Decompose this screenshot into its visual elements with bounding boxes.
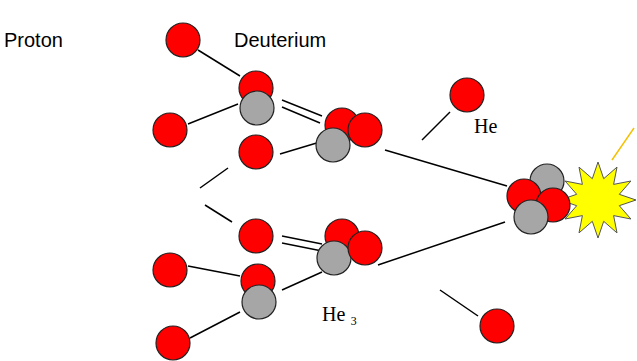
reaction-line [205,205,232,222]
element-label: He [474,114,497,138]
proton-particle [153,253,187,287]
neutron-particle [242,285,276,319]
proton-particle [156,326,190,360]
energy-ray [612,128,634,160]
proton-particle [348,231,382,265]
reaction-line [282,100,322,116]
proton-particle [166,23,200,57]
reaction-line [200,168,228,188]
reaction-line [422,112,450,140]
reaction-line [440,290,478,316]
proton-particle [239,135,273,169]
neutron-particle [240,91,274,125]
reaction-line [280,142,320,154]
reaction-line [188,104,238,124]
particles [153,23,570,360]
particle-label: Proton [4,28,63,52]
reaction-line [378,222,505,265]
reaction-line [385,150,507,186]
energy-burst [560,162,636,238]
neutron-particle [514,200,548,234]
proton-particle [239,219,273,253]
reaction-lines [188,50,507,338]
proton-particle [348,113,382,147]
proton-particle [480,309,514,343]
reaction-line [282,107,320,123]
reaction-line [198,50,240,76]
element-label: He ₃ [322,302,357,326]
proton-particle [153,113,187,147]
proton-particle [450,78,484,112]
neutron-particle [316,128,350,162]
neutron-particle [317,241,351,275]
reaction-line [190,312,240,338]
reaction-line [282,272,322,290]
particle-label: Deuterium [234,28,326,52]
reaction-line [282,243,322,251]
reaction-line [188,266,240,276]
reaction-line [282,236,322,244]
